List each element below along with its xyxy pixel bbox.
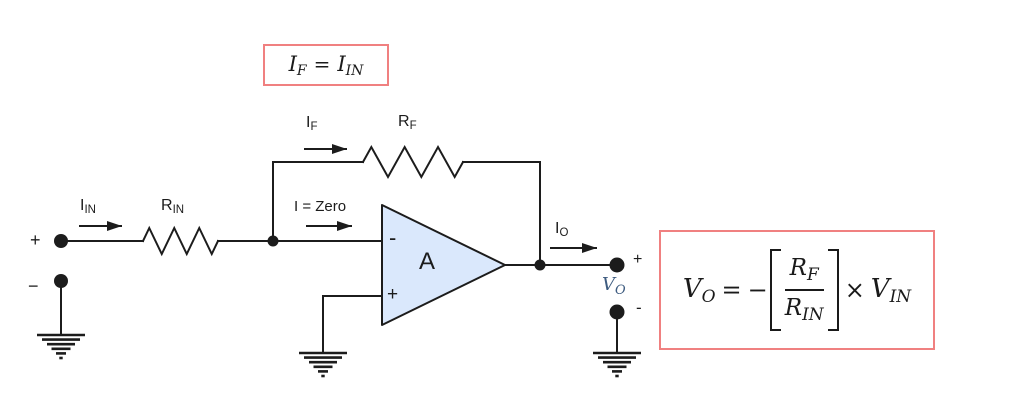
feedback-current-equation-box: IF=IIN [263, 44, 389, 86]
izero-label: I = Zero [294, 198, 347, 215]
summing-junction-node [267, 235, 279, 247]
ground-symbol-input [35, 333, 87, 360]
right-bracket [827, 249, 839, 331]
input-plus-terminal [54, 234, 68, 248]
input-plus-sign: + [30, 230, 41, 250]
opamp-triangle [381, 204, 506, 326]
feedback-current-equation: IF=IIN [288, 51, 364, 79]
rin-label: RIN [161, 197, 185, 216]
input-minus-sign: − [28, 276, 39, 296]
ground-symbol-noninverting [297, 351, 349, 378]
resistor-rf [361, 144, 465, 180]
output-plus-terminal [609, 257, 625, 273]
opamp-noninverting-sign: + [387, 284, 399, 305]
gain-equation: VO = − RF RIN × VIN [683, 249, 911, 331]
fraction-bar [784, 289, 824, 291]
rf-over-rin-fraction: RF RIN [784, 255, 824, 325]
rf-label: RF [398, 113, 417, 132]
resistor-rin [141, 225, 220, 257]
opamp-gain-label: A [419, 248, 436, 275]
gain-equation-box: VO = − RF RIN × VIN [659, 230, 935, 350]
noninverting-ground-wire [322, 295, 383, 354]
vo-label: VO [602, 274, 626, 298]
output-minus-terminal [609, 304, 625, 320]
feedback-wire-left [272, 161, 364, 242]
opamp-inverting-sign: - [389, 225, 397, 250]
left-bracket [769, 249, 781, 331]
if-label: IF [306, 114, 318, 133]
output-junction-node [534, 259, 546, 271]
output-minus-sign: - [636, 298, 642, 317]
input-minus-terminal [54, 274, 68, 288]
iin-label: IIN [80, 197, 96, 216]
feedback-wire-right [462, 161, 541, 266]
io-label: IO [555, 220, 569, 239]
output-plus-sign: + [633, 251, 643, 268]
ground-symbol-output [591, 351, 643, 378]
